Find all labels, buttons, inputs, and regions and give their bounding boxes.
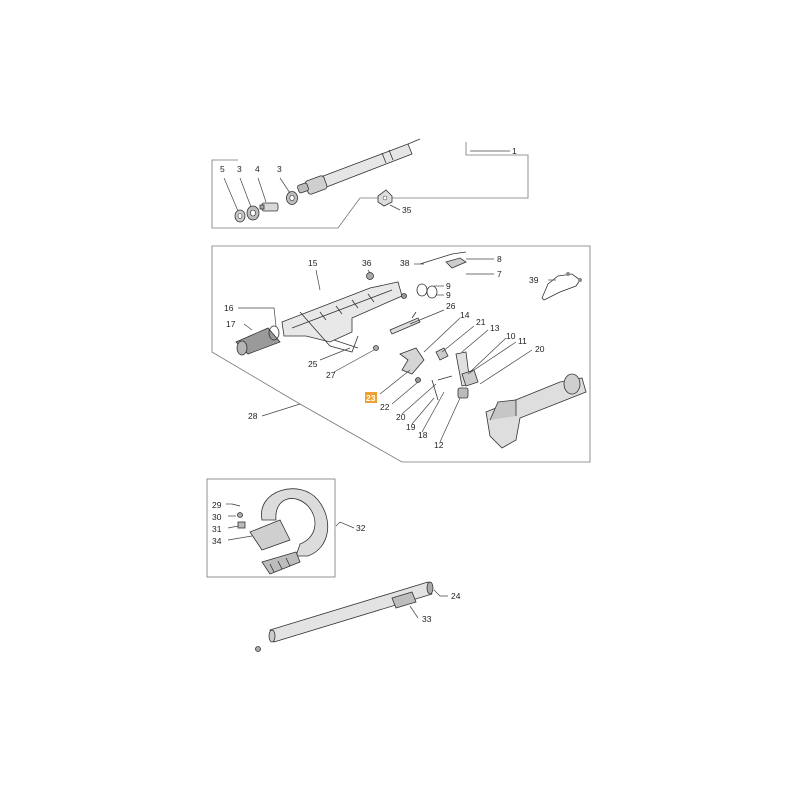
tip-part [255, 646, 261, 652]
callout-34: 34 [212, 536, 222, 546]
bearing-part-3a [246, 205, 260, 221]
throttle-housing-group: 15 36 38 8 7 9 9 39 16 17 26 14 21 13 10… [211, 245, 591, 463]
rear-handle-part-20 [485, 373, 587, 449]
callout-1: 1 [512, 146, 517, 156]
callout-20a: 20 [535, 344, 545, 354]
callout-23-highlight [365, 392, 377, 403]
callout-22: 22 [380, 402, 390, 412]
wire-part-39 [541, 272, 582, 301]
callout-12: 12 [434, 440, 444, 450]
screw-part-25 [333, 339, 359, 349]
pin-part-22 [415, 377, 421, 383]
lever-part-26 [389, 311, 421, 335]
housing-frame [211, 245, 591, 463]
callout-15: 15 [308, 258, 318, 268]
washer-part-30 [237, 512, 243, 518]
bushing-part-5 [234, 209, 246, 223]
o-ring-part-9 [401, 283, 438, 299]
trigger-part-14 [399, 347, 425, 375]
callout-20b: 20 [396, 412, 406, 422]
shaft-tube-part-33 [268, 581, 433, 643]
callout-4: 4 [255, 164, 260, 174]
callout-14: 14 [460, 310, 470, 320]
callout-36: 36 [362, 258, 372, 268]
callout-7: 7 [497, 269, 502, 279]
clip-part-35 [377, 189, 393, 207]
spring-part-18 [437, 375, 453, 381]
callout-3b: 3 [277, 164, 282, 174]
callout-31: 31 [212, 524, 222, 534]
nut-part-36 [366, 272, 374, 280]
loop-handle-frame [206, 478, 336, 578]
cable-part-38 [419, 251, 467, 269]
callout-18: 18 [418, 430, 428, 440]
spring-part-21 [435, 347, 449, 361]
button-part-12 [457, 387, 469, 399]
callout-28: 28 [248, 411, 258, 421]
callout-21: 21 [476, 317, 486, 327]
drive-shaft-frame [211, 142, 529, 229]
callout-9a: 9 [446, 281, 451, 291]
callout-33: 33 [422, 614, 432, 624]
callout-24: 24 [451, 591, 461, 601]
shaft-tube-group: 24 33 [255, 581, 461, 652]
callout-13: 13 [490, 323, 500, 333]
callout-10: 10 [506, 331, 516, 341]
callout-35: 35 [402, 205, 412, 215]
callout-26: 26 [446, 301, 456, 311]
pin-part-4 [259, 202, 279, 212]
nut-part-27 [373, 345, 379, 351]
callout-3a: 3 [237, 164, 242, 174]
drive-shaft [297, 138, 421, 195]
callout-39: 39 [529, 275, 539, 285]
callout-30: 30 [212, 512, 222, 522]
callout-27: 27 [326, 370, 336, 380]
callout-25: 25 [308, 359, 318, 369]
callout-19: 19 [406, 422, 416, 432]
screw-part-29 [231, 503, 241, 507]
callout-5: 5 [220, 164, 225, 174]
callout-23: 23 [366, 393, 376, 403]
callout-8: 8 [497, 254, 502, 264]
callout-38: 38 [400, 258, 410, 268]
callout-9b: 9 [446, 290, 451, 300]
loop-handle-part-32 [249, 488, 329, 557]
callout-29: 29 [212, 500, 222, 510]
pin-part-19 [431, 379, 439, 401]
callout-11: 11 [518, 336, 527, 346]
cap-part-17 [235, 327, 281, 356]
ring-part-16 [268, 325, 280, 341]
callout-17: 17 [226, 319, 236, 329]
housing-part-15 [281, 281, 403, 353]
plug-part-24 [426, 581, 434, 595]
drive-shaft-group: 1 5 3 4 3 35 [211, 138, 529, 229]
bearing-part-3b [286, 191, 298, 205]
switch-part-10 [461, 369, 479, 387]
callout-16: 16 [224, 303, 234, 313]
clamp-part-34 [261, 551, 301, 575]
spacer-part-31 [237, 521, 246, 529]
loop-handle-group: 29 30 31 34 32 [206, 478, 366, 578]
callout-32: 32 [356, 523, 366, 533]
